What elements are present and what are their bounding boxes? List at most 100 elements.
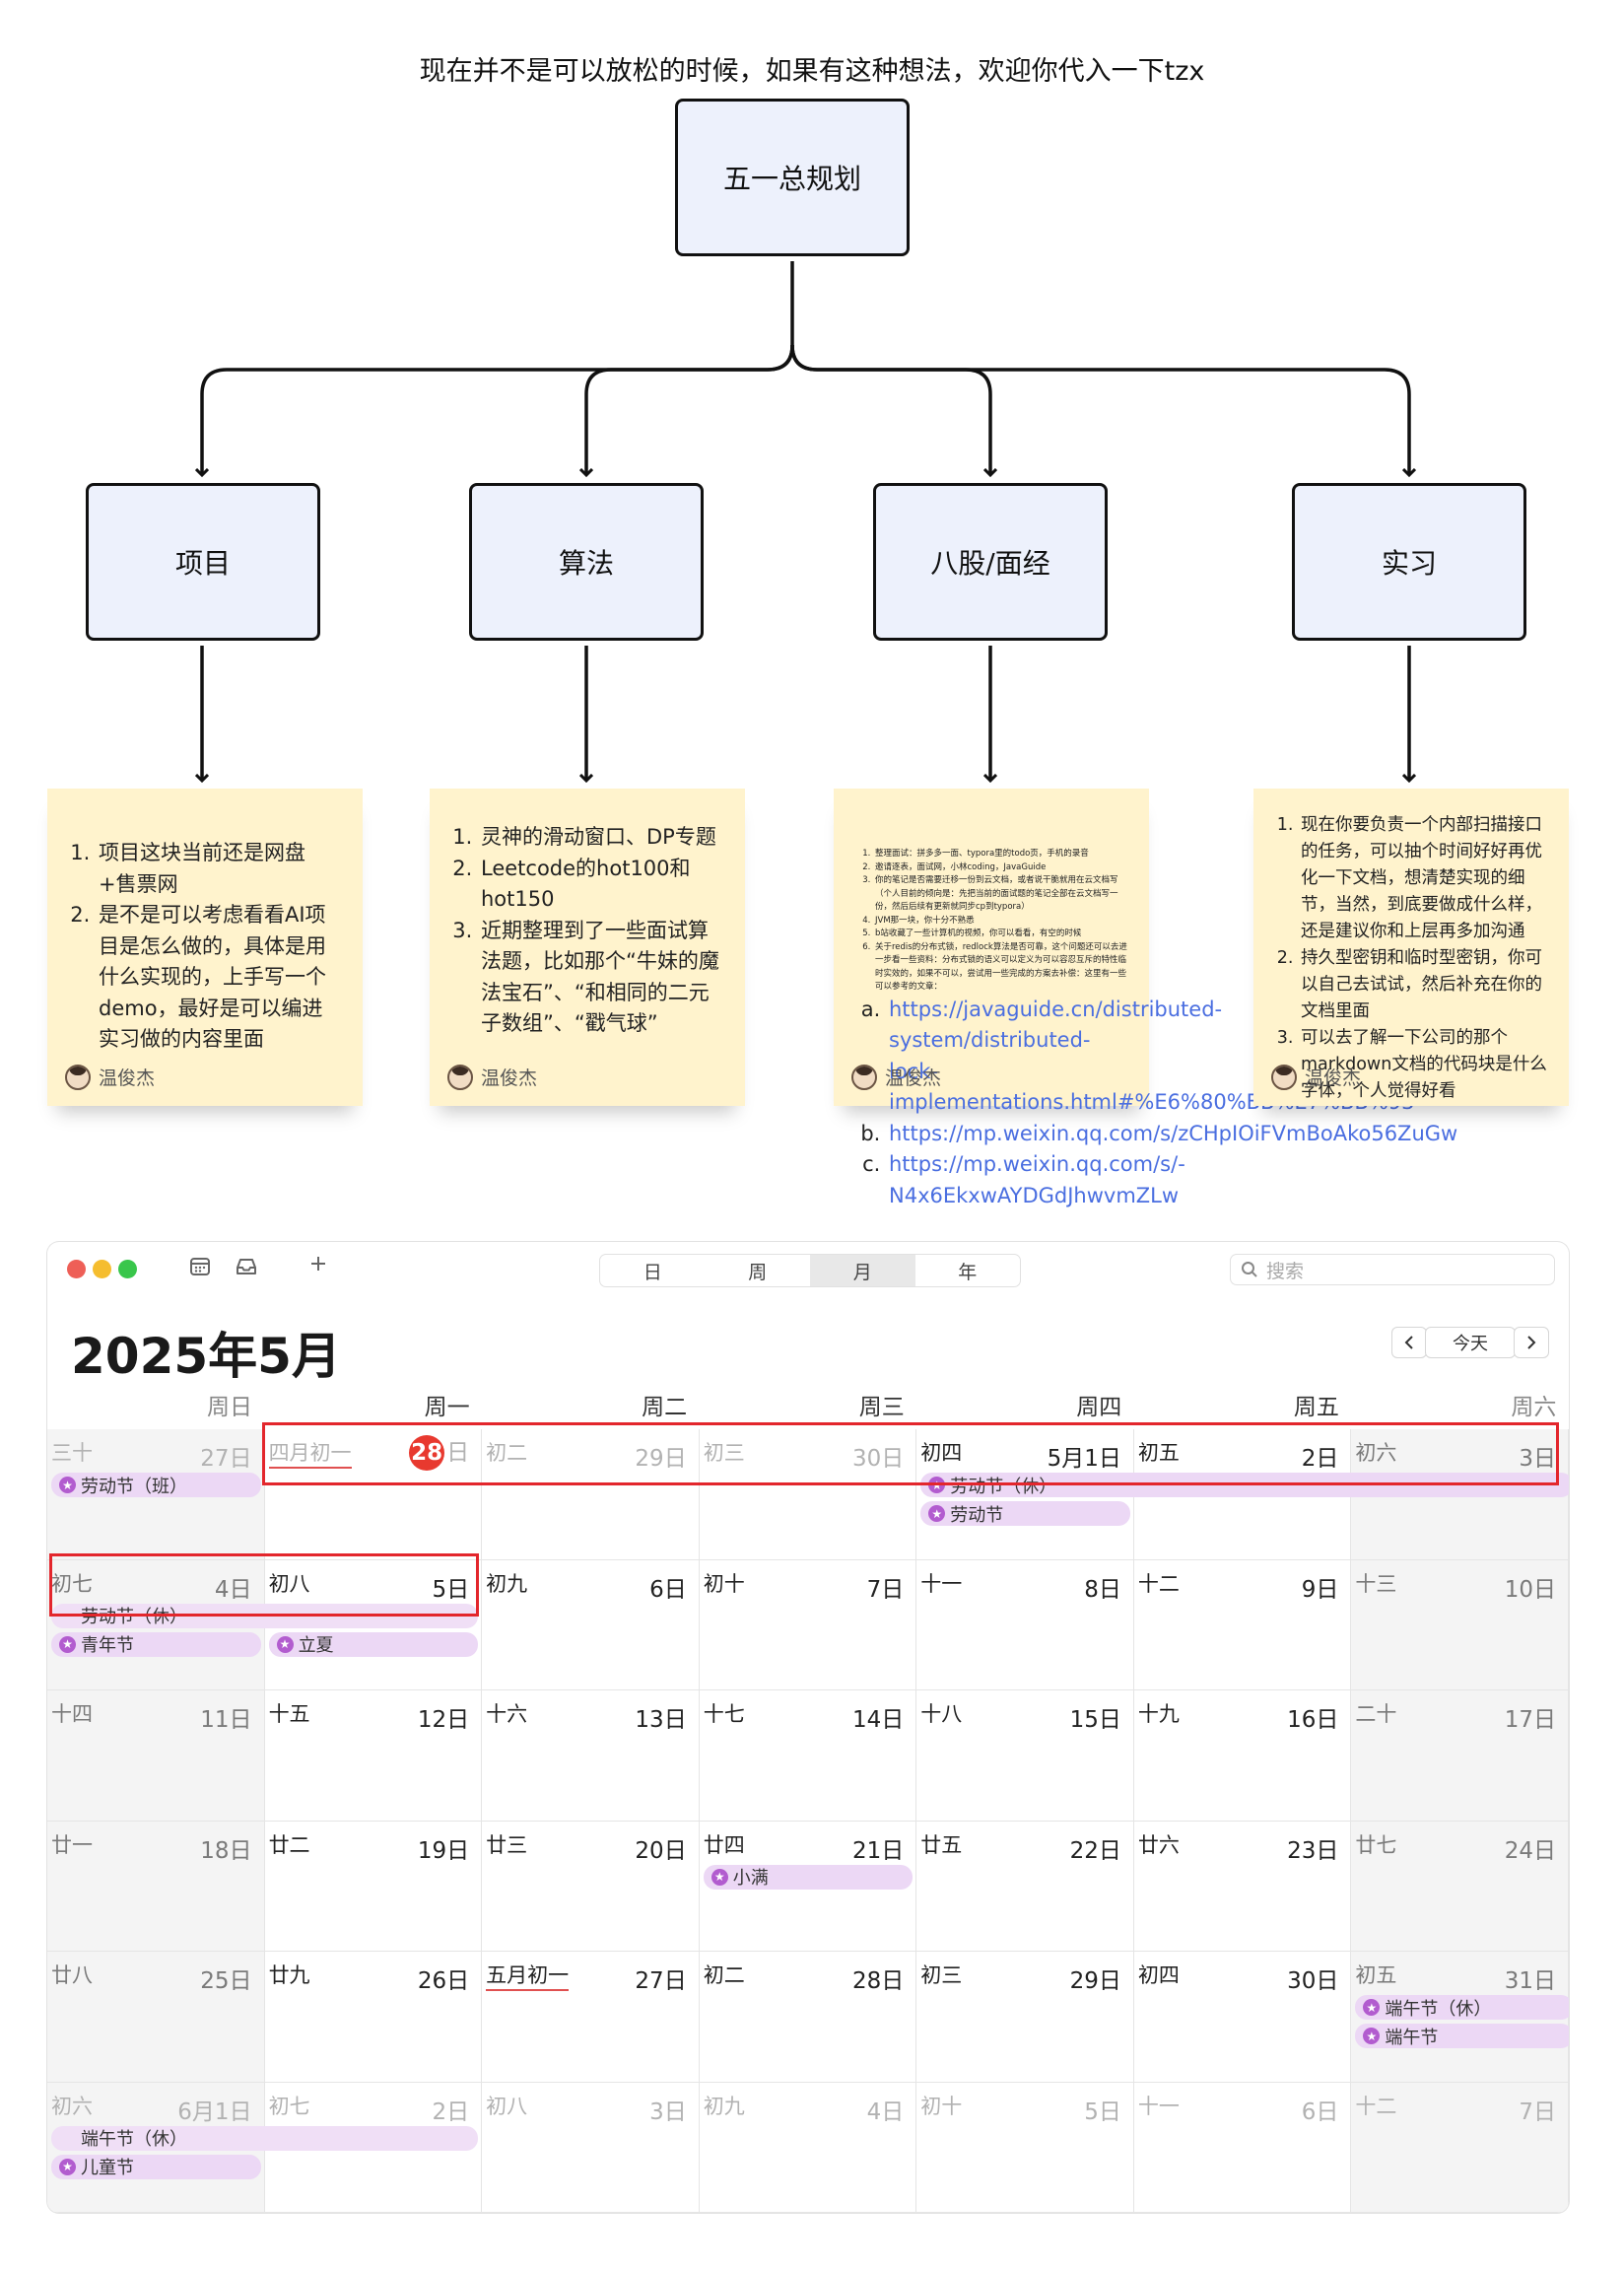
lunar-date: 十八 bbox=[920, 1702, 963, 1726]
view-switcher: 日 周 月 年 bbox=[599, 1254, 1021, 1287]
node-project[interactable]: 项目 bbox=[86, 483, 320, 641]
lunar-date: 初三 bbox=[703, 1441, 745, 1465]
calendar-event[interactable]: ★端午节 bbox=[1355, 2024, 1569, 2048]
lunar-date: 十一 bbox=[920, 1571, 963, 1596]
lunar-date: 廿六 bbox=[1137, 1832, 1180, 1857]
sticky-note-internship[interactable]: 现在你要负责一个内部扫描接口的任务，可以抽个时间好好再优化一下文档，想清楚实现的… bbox=[1253, 789, 1569, 1106]
note-link[interactable]: https://javaguide.cn/distributed-system/… bbox=[887, 995, 1415, 1119]
note-list: 灵神的滑动窗口、DP专题 Leetcode的hot100和hot150 近期整理… bbox=[455, 822, 723, 1040]
sticky-note-interview[interactable]: 整理面试：拼多多一面、typora里的todo页，手机的录音 邀请逐表，面试网，… bbox=[834, 789, 1457, 1207]
avatar bbox=[851, 1064, 877, 1090]
node-internship[interactable]: 实习 bbox=[1292, 483, 1526, 641]
note-author: 温俊杰 bbox=[1271, 1064, 1361, 1090]
calendar-event[interactable]: ★劳动节（班） bbox=[51, 1473, 261, 1497]
note-link[interactable]: https://mp.weixin.qq.com/s/-N4x6EkxwAYDG… bbox=[887, 1149, 1185, 1211]
calendar-event[interactable]: ★青年节 bbox=[51, 1631, 261, 1657]
calendar-event[interactable]: ★端午节（休） bbox=[1355, 1995, 1569, 2020]
tab-week[interactable]: 周 bbox=[748, 1261, 768, 1283]
calendar-list-icon[interactable] bbox=[189, 1256, 211, 1283]
lunar-date: 初三 bbox=[920, 1963, 963, 1987]
day-number: 12日 bbox=[417, 1707, 470, 1733]
tab-day[interactable]: 日 bbox=[643, 1261, 662, 1283]
lunar-date: 十二 bbox=[1137, 1571, 1180, 1596]
sticky-note-project[interactable]: 项目这块当前还是网盘+售票网 是不是可以考虑看看AI项目是怎么做的，具体是用什么… bbox=[47, 789, 363, 1106]
lunar-date: 初九 bbox=[703, 2094, 745, 2118]
calendar-event[interactable]: ★立夏 bbox=[268, 1631, 479, 1657]
root-node[interactable]: 五一总规划 bbox=[675, 99, 910, 256]
note-item: 可以去了解一下公司的那个markdown文档的代码块是什么字体，个人觉得好看 bbox=[1299, 1025, 1547, 1105]
calendar-event[interactable]: ★劳动节 bbox=[920, 1501, 1130, 1526]
minimize-window-button[interactable] bbox=[93, 1260, 111, 1278]
node-interview[interactable]: 八股/面经 bbox=[873, 483, 1108, 641]
weekday-label: 周日 bbox=[207, 1395, 252, 1420]
tab-year[interactable]: 年 bbox=[958, 1261, 978, 1283]
connector-algo bbox=[586, 344, 794, 475]
close-window-button[interactable] bbox=[67, 1260, 86, 1278]
day-number: 28日 bbox=[851, 1968, 905, 1994]
prev-month-button[interactable] bbox=[1391, 1327, 1427, 1358]
node-algorithm[interactable]: 算法 bbox=[469, 483, 704, 641]
zoom-window-button[interactable] bbox=[118, 1260, 137, 1278]
calendar-event[interactable]: ★儿童节 bbox=[51, 2154, 261, 2179]
lunar-date: 初五 bbox=[1137, 1441, 1180, 1465]
highlight-box-week1 bbox=[262, 1422, 1559, 1485]
calendar-event[interactable]: 端午节（休） bbox=[51, 2125, 479, 2151]
inbox-icon[interactable] bbox=[235, 1256, 258, 1283]
today-button[interactable]: 今天 bbox=[1425, 1327, 1516, 1358]
lunar-date: 初八 bbox=[486, 2094, 528, 2118]
holiday-icon: ★ bbox=[710, 1868, 728, 1886]
month-title: 2025年5月 bbox=[71, 1328, 341, 1385]
day-number: 7日 bbox=[1519, 2099, 1556, 2125]
event-title: 儿童节 bbox=[81, 2158, 134, 2178]
lunar-date: 十一 bbox=[1137, 2094, 1180, 2118]
tab-month[interactable]: 月 bbox=[810, 1255, 915, 1286]
day-number: 30日 bbox=[1287, 1968, 1339, 1994]
add-event-icon[interactable] bbox=[307, 1252, 329, 1281]
note-link[interactable]: https://mp.weixin.qq.com/s/zCHpIOiFVmBoA… bbox=[887, 1119, 1457, 1150]
day-number: 13日 bbox=[635, 1707, 687, 1733]
calendar-event[interactable]: ★小满 bbox=[703, 1864, 914, 1890]
event-title: 劳动节（班） bbox=[81, 1476, 187, 1497]
sticky-note-algorithm[interactable]: 灵神的滑动窗口、DP专题 Leetcode的hot100和hot150 近期整理… bbox=[430, 789, 745, 1106]
next-month-button[interactable] bbox=[1514, 1327, 1549, 1358]
search-input[interactable]: 搜索 bbox=[1230, 1254, 1555, 1285]
note-item: 持久型密钥和临时型密钥，你可以自己去试试，然后补充在你的文档里面 bbox=[1299, 945, 1547, 1025]
